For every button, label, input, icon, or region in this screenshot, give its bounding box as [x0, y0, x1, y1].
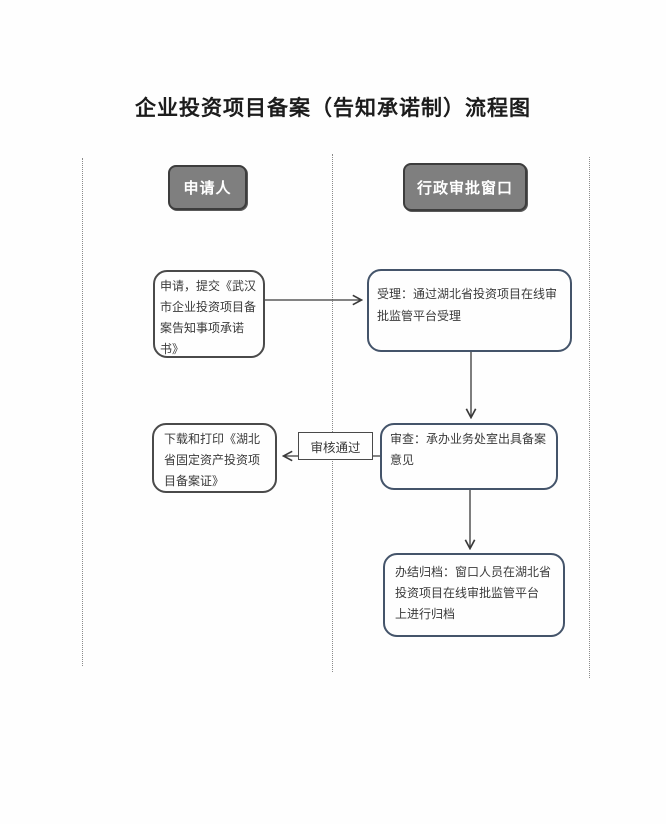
page-title: 企业投资项目备案（告知承诺制）流程图 [135, 95, 531, 120]
lane-header-applicant: 申请人 [168, 165, 247, 210]
step-review-box: 审查：承办业务处室出具备案 意见 [380, 423, 558, 490]
step-apply-box: 申请，提交《武汉 市企业投资项目备 案告知事项承诺 书》 [153, 270, 265, 358]
step-accept-box: 受理：通过湖北省投资项目在线审 批监管平台受理 [367, 269, 572, 352]
approval-passed-label: 审核通过 [298, 432, 373, 460]
lane-divider-right [589, 157, 590, 678]
lane-divider-middle [332, 154, 333, 672]
step-download-box: 下载和打印《湖北 省固定资产投资项 目备案证》 [152, 423, 277, 493]
step-archive-box: 办结归档：窗口人员在湖北省 投资项目在线审批监管平台 上进行归档 [383, 553, 565, 637]
lane-divider-left [82, 158, 83, 666]
lane-header-approval-window: 行政审批窗口 [403, 163, 527, 211]
